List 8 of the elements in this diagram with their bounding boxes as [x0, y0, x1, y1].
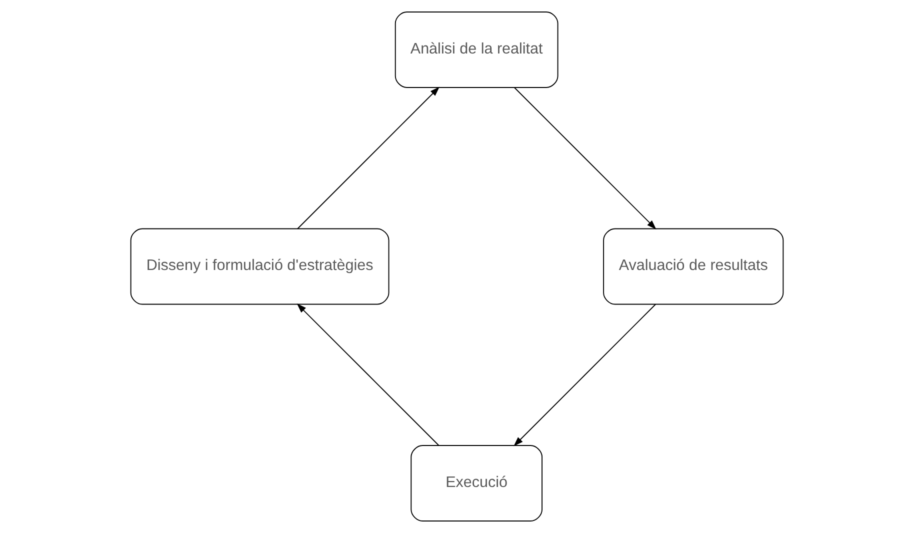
- arrow: [296, 304, 440, 446]
- arrow: [297, 86, 440, 230]
- node-box: Avaluació de resultats: [603, 228, 784, 305]
- arrow: [514, 304, 656, 446]
- node-box: Execució: [410, 445, 543, 522]
- arrow: [514, 87, 656, 230]
- node-box: Anàlisi de la realitat: [394, 12, 558, 88]
- node-box: Disseny i formulació d'estratègies: [130, 228, 390, 305]
